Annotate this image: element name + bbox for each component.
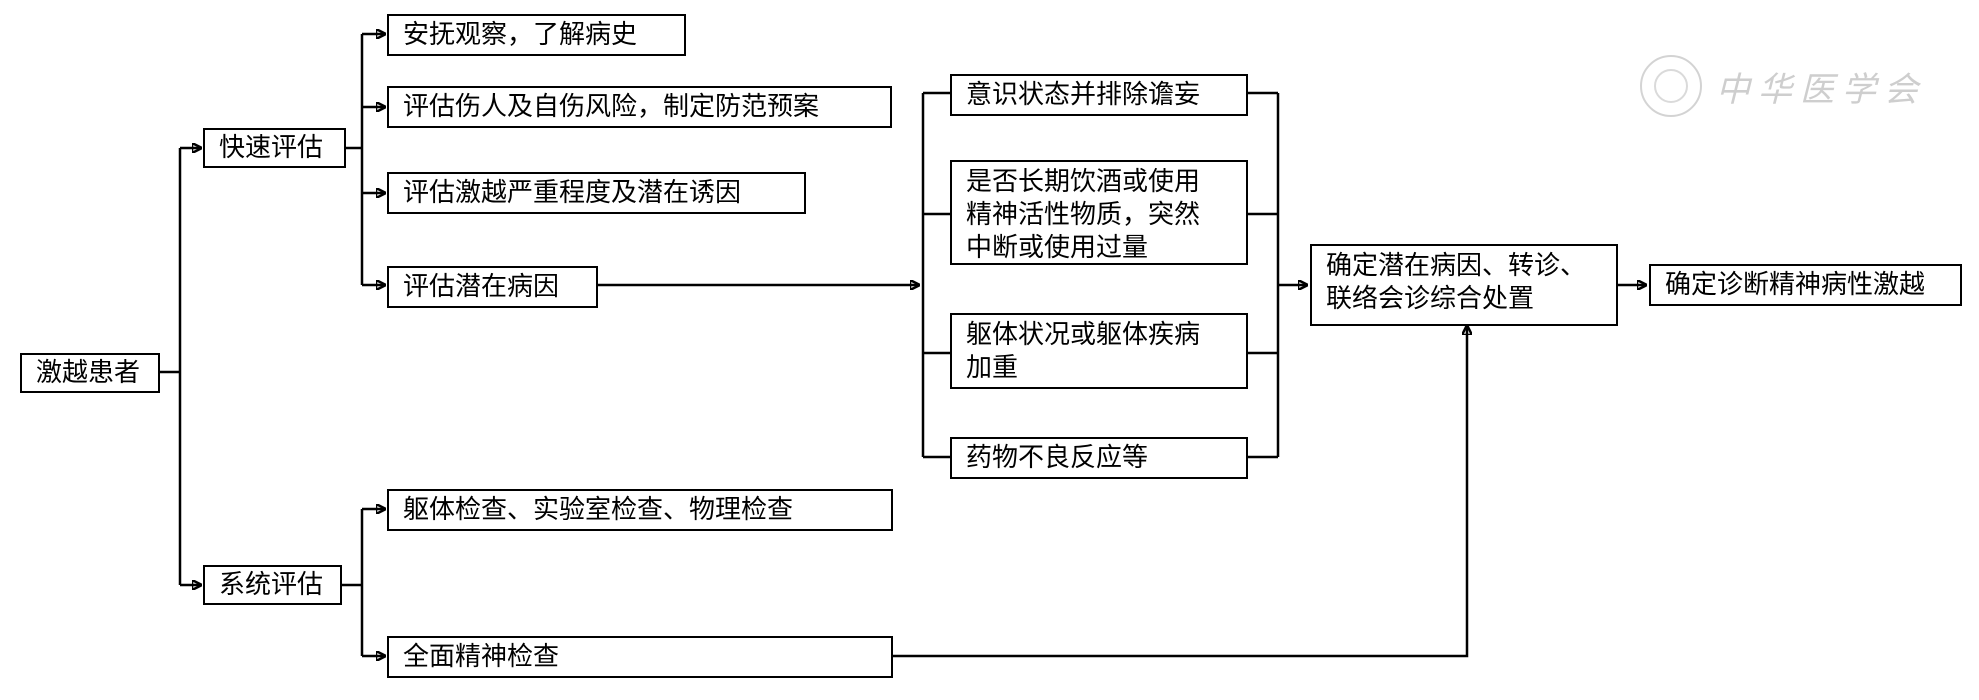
node-system-assessment: 系统评估 [203, 565, 342, 605]
node-calm-label: 安抚观察，了解病史 [403, 19, 638, 50]
node-drug-reaction: 药物不良反应等 [950, 437, 1248, 479]
node-consciousness: 意识状态并排除谵妄 [950, 74, 1248, 116]
arrow-mental-to-determine [893, 326, 1467, 658]
connector-system [342, 509, 364, 656]
node-diagnose-label: 确定诊断精神病性激越 [1665, 269, 1926, 300]
node-fast-label: 快速评估 [219, 132, 324, 163]
watermark-text: 中华医学会 [1716, 69, 1926, 110]
node-determine-label: 确定潜在病因、转诊、 联络会诊综合处置 [1326, 251, 1587, 314]
node-system-label: 系统评估 [219, 569, 324, 600]
node-cause: 评估潜在病因 [387, 266, 598, 308]
node-alcohol: 是否长期饮酒或使用 精神活性物质，突然 中断或使用过量 [950, 160, 1248, 265]
node-mental-exam-label: 全面精神检查 [403, 641, 560, 672]
node-body-exam: 躯体检查、实验室检查、物理检查 [387, 489, 893, 531]
node-consciousness-label: 意识状态并排除谵妄 [966, 79, 1201, 110]
node-severity: 评估激越严重程度及潜在诱因 [387, 172, 806, 214]
node-calm-observe: 安抚观察，了解病史 [387, 14, 686, 56]
node-risk-label: 评估伤人及自伤风险，制定防范预案 [403, 91, 820, 122]
node-mental-exam: 全面精神检查 [387, 636, 893, 678]
node-diagnose: 确定诊断精神病性激越 [1649, 264, 1962, 306]
connector-fast [346, 34, 364, 285]
node-root-label: 激越患者 [36, 357, 141, 388]
connector-right-group [1248, 91, 1280, 459]
node-body-exam-label: 躯体检查、实验室检查、物理检查 [403, 494, 794, 525]
node-fast-assessment: 快速评估 [203, 128, 346, 168]
node-severity-label: 评估激越严重程度及潜在诱因 [403, 177, 742, 208]
node-root: 激越患者 [20, 353, 160, 393]
connector-left-group [921, 91, 950, 459]
seal-icon [1640, 55, 1702, 117]
watermark: 中华医学会 [1640, 55, 1926, 117]
node-drug-label: 药物不良反应等 [966, 442, 1149, 473]
connector-root [160, 148, 182, 585]
node-cause-label: 评估潜在病因 [403, 271, 560, 302]
node-somatic-label: 躯体状况或躯体疾病 加重 [966, 320, 1201, 383]
node-somatic: 躯体状况或躯体疾病 加重 [950, 313, 1248, 389]
node-alcohol-label: 是否长期饮酒或使用 精神活性物质，突然 中断或使用过量 [966, 167, 1201, 263]
node-risk: 评估伤人及自伤风险，制定防范预案 [387, 86, 892, 128]
node-determine-cause: 确定潜在病因、转诊、 联络会诊综合处置 [1310, 244, 1618, 326]
